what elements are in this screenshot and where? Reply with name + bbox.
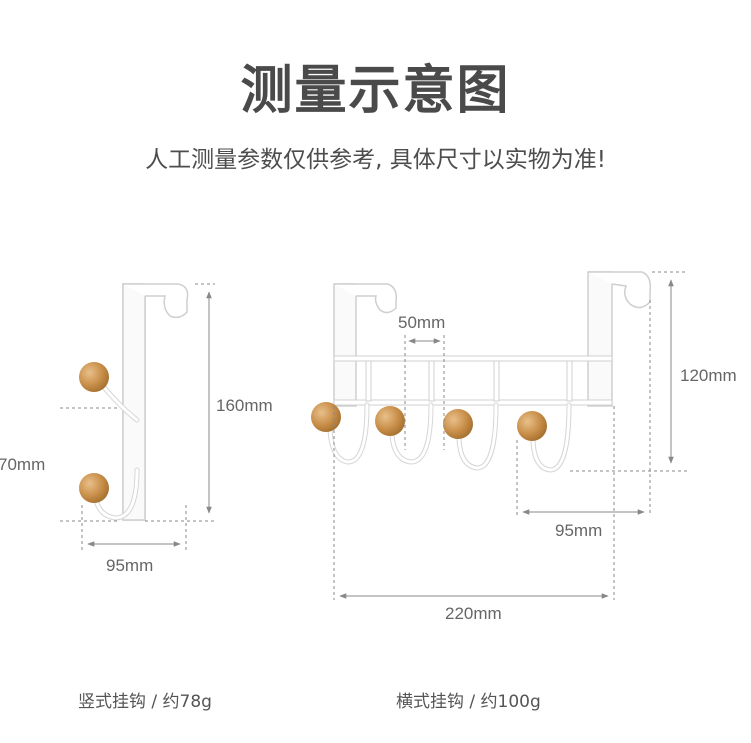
wood-knob [79,473,109,503]
right-plate [587,271,613,407]
horizontal-hook-spacing-label: 50mm [398,313,445,332]
vertical-width-label: 95mm [106,556,153,575]
horizontal-hook-caption: 横式挂钩 / 约100g [396,692,541,712]
vertical-hook-spacing-label: 70mm [0,455,45,474]
wood-knob [311,402,341,432]
horizontal-depth-label: 95mm [555,521,602,540]
horizontal-height-label: 120mm [680,366,737,385]
page-title: 测量示意图 [240,61,511,121]
wood-knob [517,411,547,441]
page-subtitle: 人工测量参数仅供参考, 具体尺寸以实物为准! [145,147,606,173]
horizontal-width-label: 220mm [445,604,502,623]
vertical-hook-dimensions [60,283,215,550]
vertical-hook-caption: 竖式挂钩 / 约78g [78,692,212,712]
horizontal-hook [311,271,652,473]
wood-knob [79,362,109,392]
vertical-hook [79,283,189,521]
horizontal-hook-dimensions [333,271,688,600]
vertical-hook-clip [123,283,189,319]
wood-knob [375,406,405,436]
left-plate [333,283,357,407]
wood-knob [443,409,473,439]
vertical-height-label: 160mm [216,396,273,415]
